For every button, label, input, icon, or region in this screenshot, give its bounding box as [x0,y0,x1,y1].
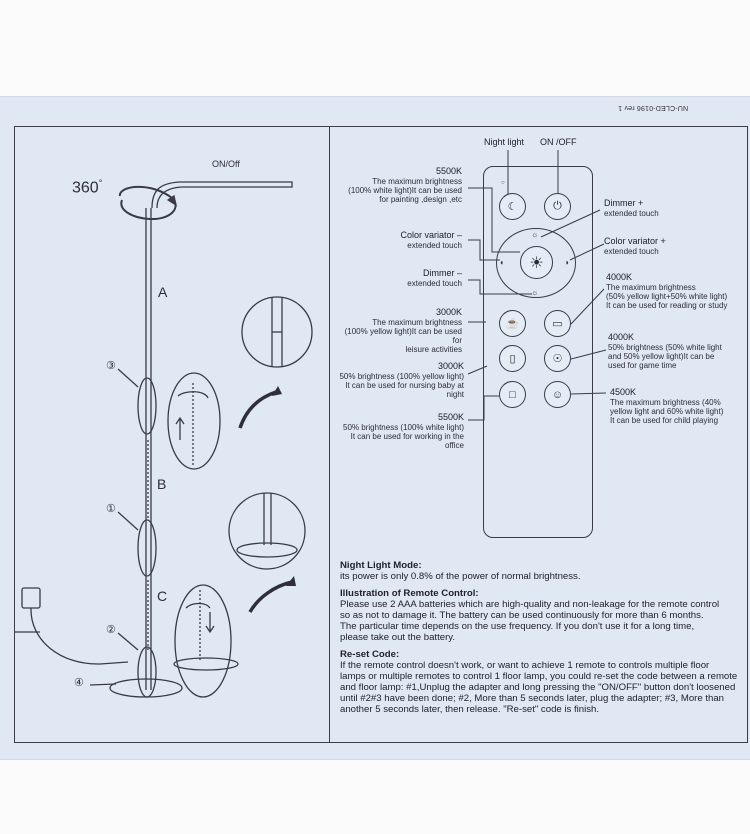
label-4500k: 4500K The maximum brightness (40% yellow… [610,387,724,425]
section-b-label: B [157,476,167,492]
night-light-button[interactable]: ☾ [499,193,526,220]
remote-illustration-section: Illustration of Remote Control: Please u… [340,588,744,643]
night-light-mode-body: its power is only 0.8% of the power of n… [340,571,581,582]
lamp-head [151,181,293,209]
detail-top-joint [241,296,313,368]
content-frame [14,126,748,743]
dimmer-plus-icon: ☼ [531,230,539,239]
lamp-base [109,678,183,698]
preset-4000k-max-button[interactable]: ▭ [544,310,571,337]
label-4000k-half: 4000K 50% brightness (50% white light an… [608,332,722,370]
zoom-oval-a [167,372,221,470]
laptop-icon: □ [509,388,516,401]
curved-arrow-c [248,580,293,613]
reset-code-section: Re-set Code: If the remote control doesn… [340,649,744,715]
rotation-arrow-icon [119,185,177,221]
remote-control [483,166,593,538]
detail-base-joint [228,492,306,570]
color-minus-icon: ◐ [500,258,505,267]
panel-divider [329,126,330,743]
on-off-label: ON /OFF [540,137,577,147]
callout-1: ① [106,503,116,515]
night-light-mode-section: Night Light Mode: its power is only 0.8%… [340,560,744,582]
color-plus-icon: ◑ [564,258,569,267]
gamepad-icon: ☉ [552,353,563,365]
label-color-plus: Color variator + extended touch [604,236,666,256]
reset-code-title: Re-set Code: [340,649,400,660]
dimmer-minus-icon: ☼ [531,288,539,297]
section-a-label: A [158,284,168,300]
label-4000k-max: 4000K The maximum brightness (50% yellow… [606,272,728,310]
label-dimmer-plus: Dimmer + extended touch [604,198,659,218]
label-3000k-half: 3000K 50% brightness (100% yellow light)… [339,361,464,399]
remote-illustration-title: Illustration of Remote Control: [340,588,479,599]
switch-label: ON/Off [212,159,240,169]
power-icon: ⏻ [553,200,562,212]
preset-3000k-half-button[interactable]: ▯ [499,345,526,372]
indicator-dot: ○ [501,180,505,186]
center-button[interactable]: ☀ [520,246,553,279]
preset-4500k-button[interactable]: ☺ [544,381,571,408]
joint-3 [137,377,157,435]
joint-1 [137,519,157,577]
sun-icon: ☀ [529,254,544,272]
rotation-label: 360° [72,178,103,197]
preset-4000k-half-button[interactable]: ☉ [544,345,571,372]
paper-sheet [0,96,750,760]
zoom-oval-c [174,584,232,698]
section-c-label: C [157,588,168,604]
book-icon: ▭ [552,318,563,330]
label-5500k-half: 5500K 50% brightness (100% white light) … [343,412,464,450]
moon-icon: ☾ [507,201,518,213]
curved-arrow-a [238,390,277,429]
callout-2: ② [106,624,116,636]
child-icon: ☺ [551,388,564,401]
night-light-label: Night light [484,137,525,147]
cup-icon: ☕ [505,318,520,330]
preset-3000k-max-button[interactable]: ☕ [499,310,526,337]
label-3000k-max: 3000K The maximum brightness (100% yello… [344,307,462,354]
baby-bottle-icon: ▯ [509,353,516,365]
preset-5500k-half-button[interactable]: □ [499,381,526,408]
callout-3: ③ [106,360,116,372]
callout-4: ④ [74,677,84,689]
night-light-mode-title: Night Light Mode: [340,560,422,571]
control-dial[interactable] [496,228,576,298]
label-dimmer-minus: Dimmer – extended touch [407,268,462,288]
label-color-minus: Color variator – extended touch [400,230,462,250]
label-5500k-max: 5500K The maximum brightness (100% white… [348,166,462,204]
